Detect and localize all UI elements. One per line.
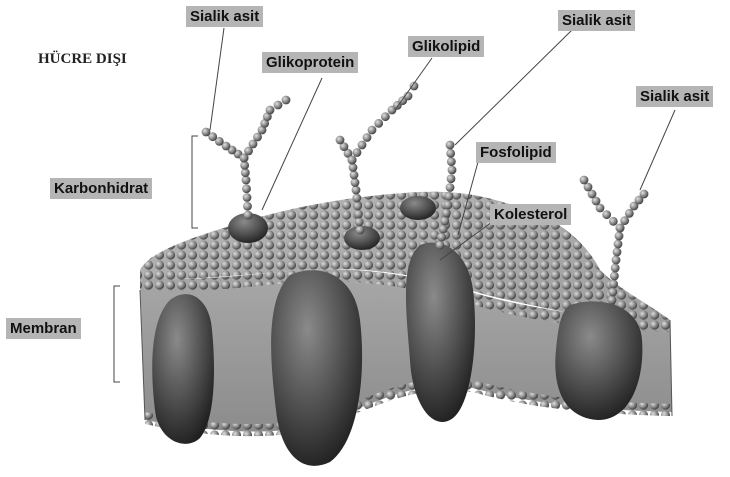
sugar-bead [442,209,451,218]
sugar-bead [381,112,390,121]
sugar-bead [444,201,453,210]
sugar-bead [266,106,275,115]
sugar-bead [282,96,291,105]
sugar-bead [351,178,360,187]
sugar-bead [447,174,456,183]
sugar-bead [440,217,449,226]
sugar-bead [336,136,345,145]
sugar-bead [349,163,358,172]
sugar-bead [436,241,445,250]
sugar-bead [352,194,361,203]
label-fosfolipid: Fosfolipid [476,142,556,163]
sugar-bead [446,149,455,158]
label-membran: Membran [6,318,81,339]
sugar-bead [358,141,367,150]
sugar-bead [609,217,618,226]
sugar-bead [243,202,252,211]
sugar-bead [244,211,253,220]
label-sialik-asit-2: Sialik asit [558,10,635,31]
sugar-bead [625,209,634,218]
sugar-bead [447,157,456,166]
sugar-bead [614,240,623,249]
sugar-bead [616,224,625,233]
sugar-bead [613,248,622,257]
label-glikoprotein: Glikoprotein [262,52,358,73]
outside-cell-label: HÜCRE DIŞI [38,51,127,68]
label-sialik-asit-3: Sialik asit [636,86,713,107]
label-glikolipid: Glikolipid [408,36,484,57]
sugar-bead [611,264,620,273]
label-karbonhidrat: Karbonhidrat [50,178,152,199]
chain-glycolipid-right [348,82,419,165]
protein-left [152,294,214,444]
sugar-bead [609,280,618,289]
sugar-bead [352,186,361,195]
sugar-bead [353,202,362,211]
sugar-bead [274,101,283,110]
sugar-bead [580,176,589,185]
sugar-bead [350,171,359,180]
sugar-bead [608,288,617,297]
label-kolesterol: Kolesterol [490,204,571,225]
sugar-bead [363,133,372,142]
sugar-bead [437,233,446,242]
sugar-bead [374,119,383,128]
sugar-bead [448,166,457,175]
sugar-bead [615,232,624,241]
protein-center [271,270,362,466]
sugar-bead [242,184,251,193]
sugar-bead [446,141,455,150]
sugar-bead [608,296,617,305]
sugar-bead [602,210,611,219]
protein-right-center [406,242,475,421]
sugar-bead [445,192,454,201]
sugar-bead [640,190,649,199]
label-sialik-asit-1: Sialik asit [186,6,263,27]
chain-glycoprotein-stem [240,154,253,220]
peripheral-protein [400,196,436,220]
sugar-bead [348,156,357,165]
chain-glycoprotein-right [240,96,291,163]
chain-right-left [580,176,625,233]
sugar-bead [368,126,377,135]
sugar-bead [353,148,362,157]
sugar-bead [356,226,365,235]
sugar-bead [354,210,363,219]
sugar-bead [446,183,455,192]
sugar-bead [243,193,252,202]
sugar-bead [439,225,448,234]
sugar-bead [202,128,211,137]
chain-right-right [616,190,649,233]
sugar-bead [612,256,621,265]
sugar-bead [610,272,619,281]
sugar-bead [620,216,629,225]
sugar-bead [355,218,364,227]
